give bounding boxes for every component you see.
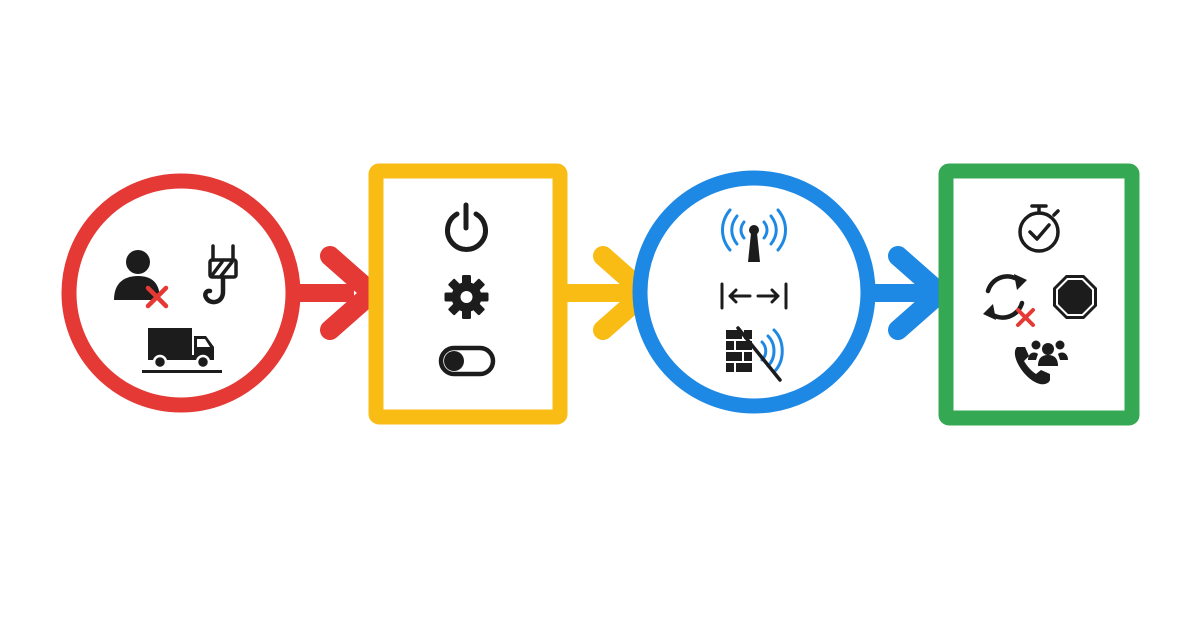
stopwatch-check-icon: [1018, 204, 1060, 253]
stage-4-green-square: [938, 163, 1140, 426]
stage-2-yellow-square: [368, 163, 568, 425]
crane-hook-icon: [203, 244, 238, 305]
toggle-switch-icon: [438, 345, 496, 377]
truck-chassis: [148, 355, 214, 360]
arrow-2-shaft: [560, 284, 630, 302]
contact-center-body: [1038, 355, 1058, 366]
contact-right-body: [1058, 352, 1068, 360]
brick: [726, 341, 734, 350]
stage-1-outline: [61, 173, 301, 413]
stop-sign-icon: [1053, 275, 1097, 319]
stop-sign-outer: [1053, 275, 1097, 319]
tower-waves: [721, 208, 787, 252]
stopwatch-button: [1052, 209, 1060, 217]
brick: [744, 330, 752, 339]
sync-x-mark: [1016, 308, 1035, 327]
radio-tower-icon: [721, 208, 787, 262]
person-remove-icon: [114, 250, 169, 309]
wall-wave-2: [766, 334, 776, 368]
brick: [726, 363, 734, 372]
wave-right-1: [762, 220, 769, 240]
stage-3-outline: [632, 170, 876, 414]
toggle-knob: [444, 351, 464, 371]
distance-arrows-icon: [720, 282, 788, 310]
person-body: [114, 276, 160, 300]
brick-wall: [726, 330, 752, 372]
truck-icon: [142, 328, 222, 373]
tower-mast: [748, 233, 760, 262]
stage-4-outline: [938, 163, 1140, 426]
stage-3-blue-circle: [632, 170, 876, 414]
distance-right-arrow: [756, 288, 780, 304]
brick: [736, 363, 752, 372]
contact-left-body: [1028, 352, 1038, 360]
wave-left-2: [730, 214, 739, 246]
wave-right-2: [769, 214, 778, 246]
stopwatch-check: [1028, 223, 1051, 241]
person-x-mark: [145, 285, 169, 309]
brick: [726, 352, 742, 361]
power-icon: [445, 202, 488, 252]
gear-hole: [460, 291, 473, 303]
sync-cancel-icon: [983, 274, 1035, 327]
truck-cargo: [148, 328, 192, 356]
contact-center-head: [1042, 343, 1054, 355]
hook-curve: [203, 275, 226, 305]
sync-arrowhead-bottom: [983, 304, 996, 320]
brick: [744, 352, 752, 361]
phone-contacts-icon: [1014, 340, 1068, 385]
wave-right-3: [776, 208, 787, 252]
arrow-2: [560, 246, 655, 340]
truck-wheel-rear: [152, 354, 168, 370]
hook-block-stripes: [211, 260, 234, 278]
stop-sign-ring: [1056, 278, 1094, 316]
arrow-1-shaft: [292, 284, 354, 302]
distance-left-arrow: [728, 288, 752, 304]
power-ring: [445, 211, 488, 252]
wave-left-3: [721, 208, 732, 252]
stage-1-red-circle: [61, 173, 301, 413]
brick: [736, 341, 752, 350]
arrow-3-shaft: [860, 284, 928, 302]
tower-dot: [749, 225, 759, 235]
wave-left-1: [739, 220, 746, 240]
truck-wheel-front: [195, 354, 211, 370]
contacts-group: [1028, 340, 1068, 366]
person-head: [126, 250, 150, 274]
gear-icon: [444, 275, 489, 319]
wall-wave-3: [772, 328, 784, 374]
phone-handset: [1014, 347, 1050, 385]
signal-blocked-wall-icon: [726, 326, 784, 382]
truck-ground-line: [142, 370, 222, 373]
brick: [726, 330, 742, 339]
wall-slash: [736, 326, 782, 382]
sync-arrowhead-top: [1014, 274, 1027, 290]
contact-left-head: [1031, 340, 1041, 350]
arrow-1: [292, 246, 382, 340]
contact-right-head: [1055, 340, 1065, 350]
truck-window: [197, 339, 210, 347]
